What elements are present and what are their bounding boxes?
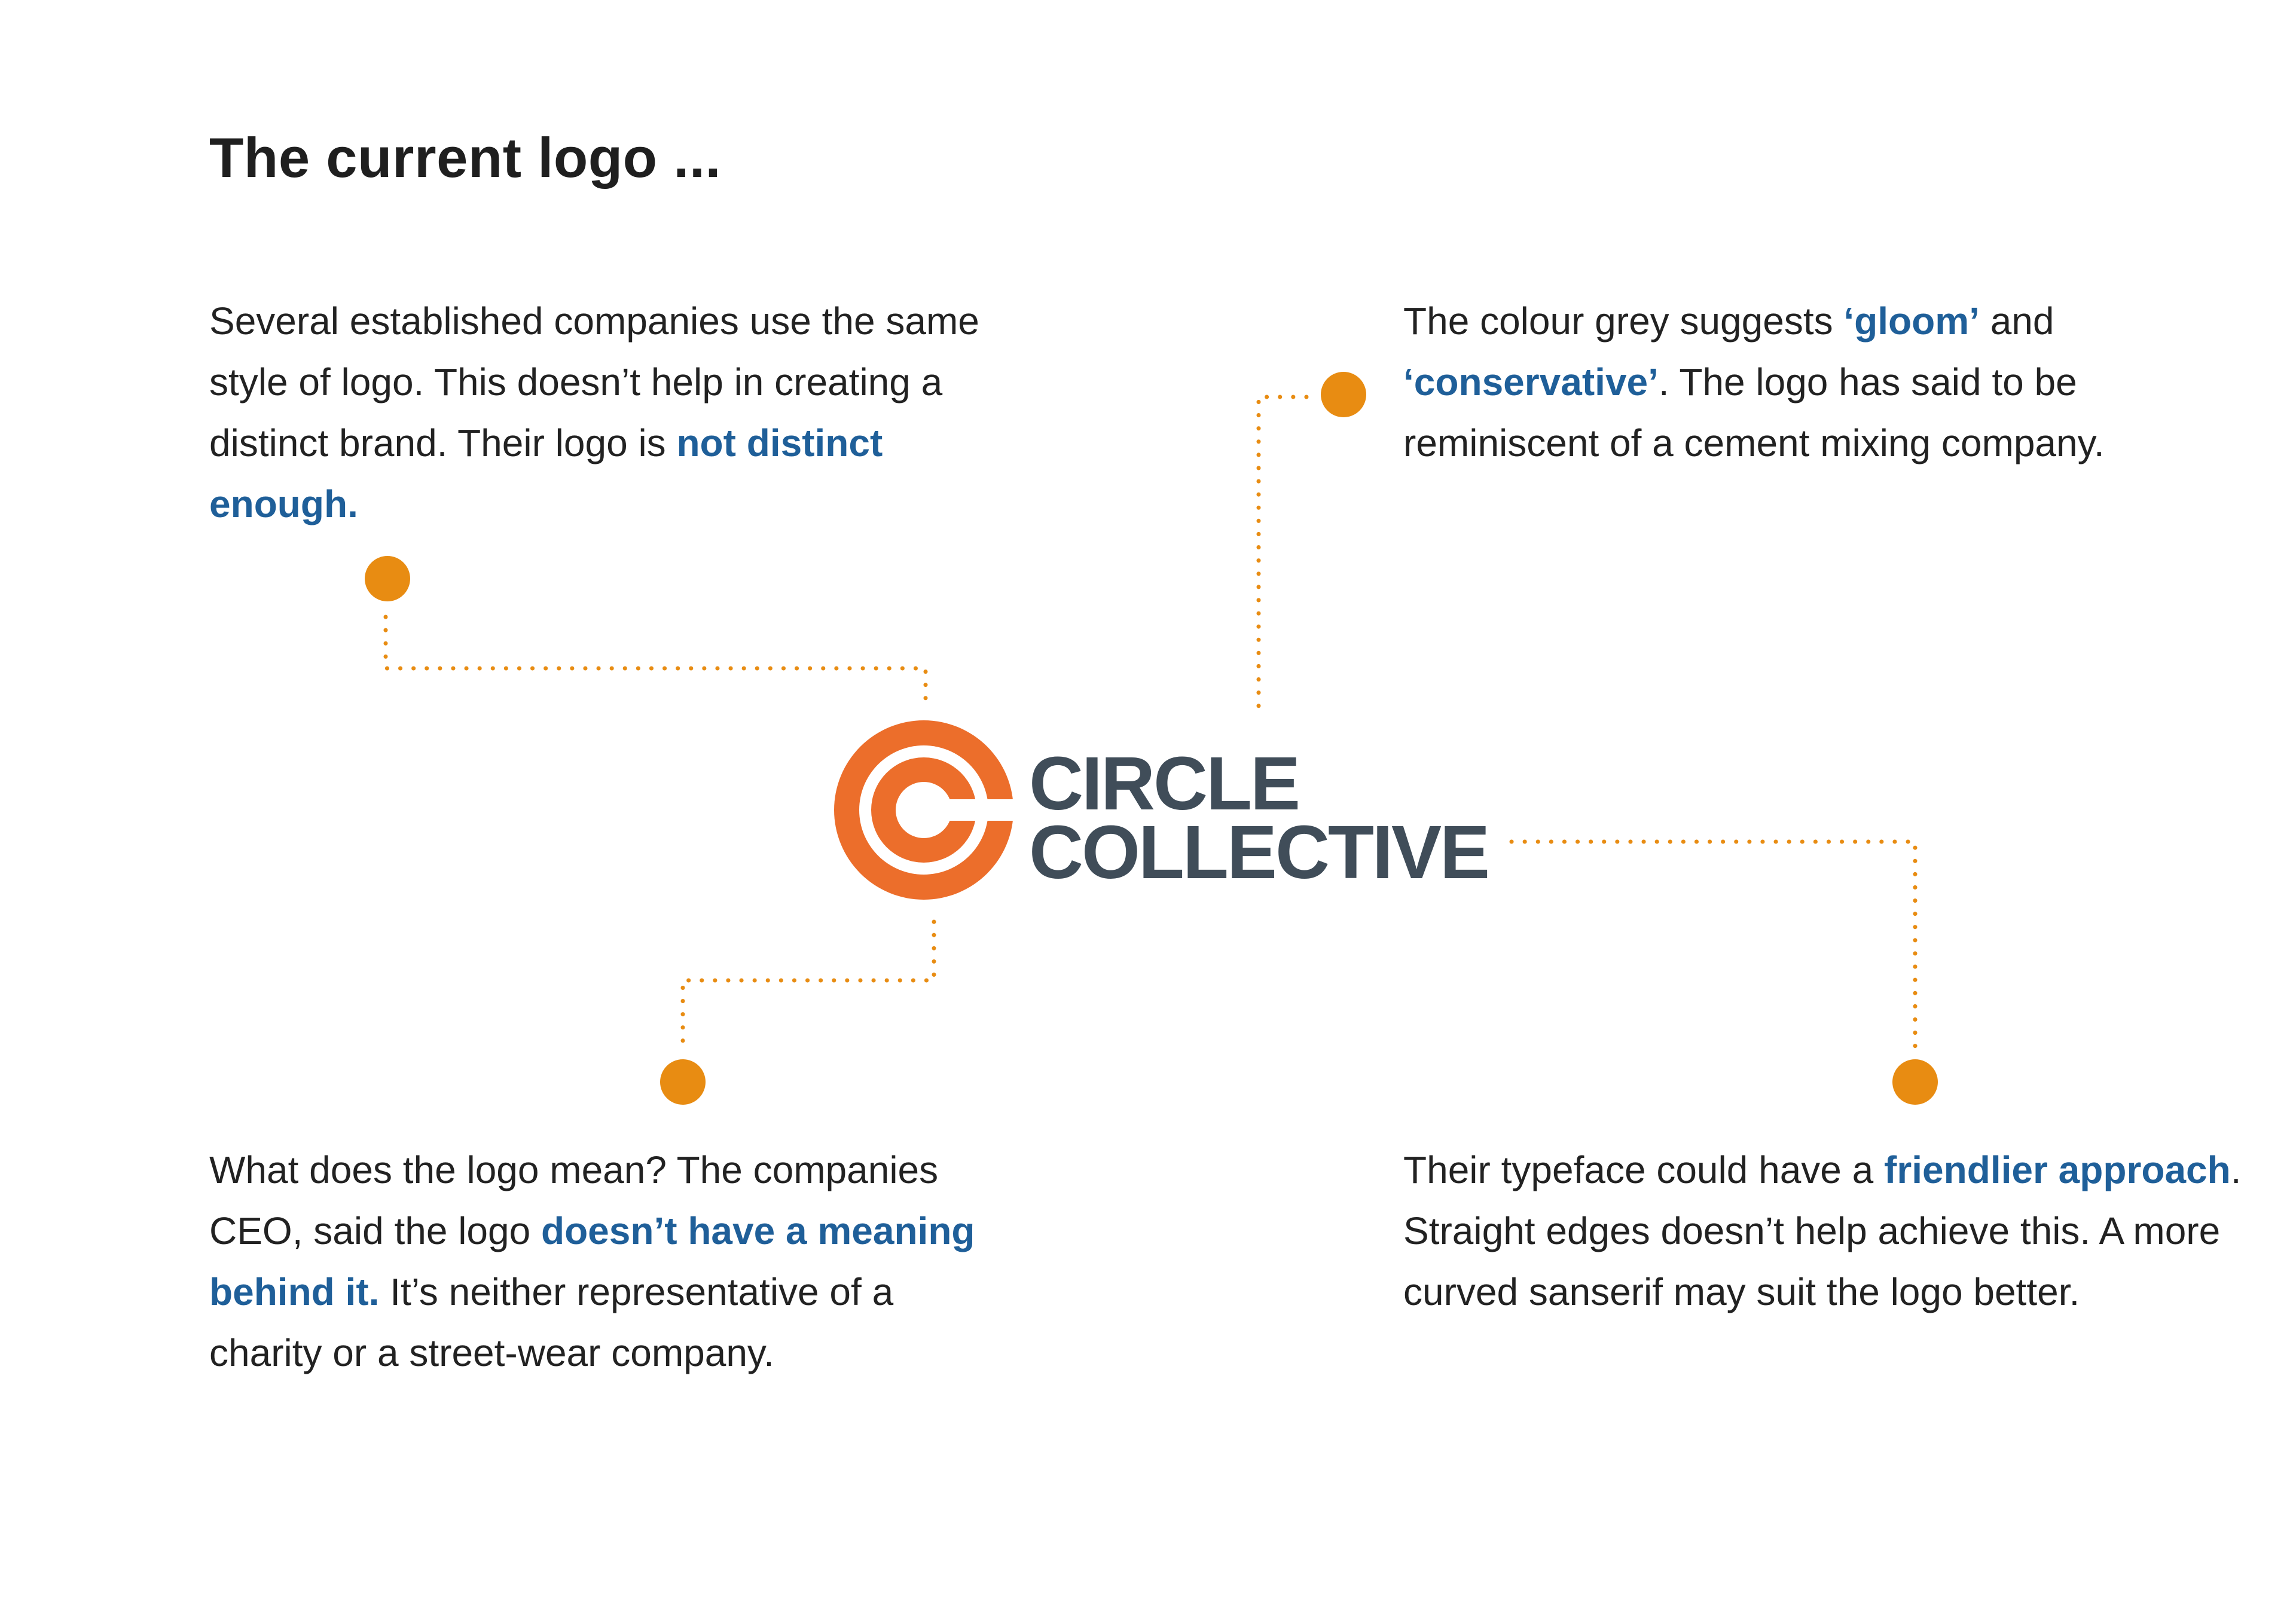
note-text: It’s neither representative of a charity… [209, 1270, 894, 1374]
note-bottom-right: Their typeface could have a friendlier a… [1403, 1139, 2264, 1322]
callout-dot-bottom-left [660, 1059, 706, 1105]
connector-bottom-right [1509, 839, 1918, 1049]
logo-wordmark-line-2: COLLECTIVE [1029, 810, 1490, 894]
connector-top-left [383, 615, 928, 713]
circle-c-icon [834, 720, 1019, 900]
circle-collective-logo: CIRCLE COLLECTIVE [834, 720, 1492, 906]
connector-top-right [1256, 395, 1309, 713]
logo-wordmark-line-1: CIRCLE [1029, 741, 1300, 826]
note-highlight: friendlier approach [1884, 1148, 2231, 1191]
note-highlight: not distinct enough. [209, 421, 883, 525]
note-text: and [1979, 299, 2054, 343]
note-text: What does the logo mean? The companies C… [209, 1148, 939, 1252]
page-title: The current logo ... [209, 126, 722, 189]
note-text: Their typeface could have a [1403, 1148, 1885, 1191]
note-text: The colour grey suggests [1403, 299, 1844, 343]
note-text: Several established companies use the sa… [209, 299, 979, 464]
callout-dot-top-left [365, 556, 410, 601]
note-text: . The logo has said to be reminiscent of… [1403, 360, 2105, 464]
callout-dot-bottom-right [1892, 1059, 1938, 1105]
callout-dot-top-right [1321, 372, 1366, 417]
note-top-left: Several established companies use the sa… [209, 291, 1016, 534]
note-highlight: ‘gloom’ [1843, 299, 1980, 343]
note-highlight: doesn’t have a meaning behind it. [209, 1209, 975, 1313]
note-top-right: The colour grey suggests ‘gloom’ and ‘co… [1403, 291, 2264, 473]
connector-bottom-left [680, 919, 936, 1052]
note-highlight: ‘conservative’ [1403, 360, 1659, 404]
note-bottom-left: What does the logo mean? The companies C… [209, 1139, 987, 1383]
note-text: . Straight edges doesn’t help achieve th… [1403, 1148, 2242, 1313]
